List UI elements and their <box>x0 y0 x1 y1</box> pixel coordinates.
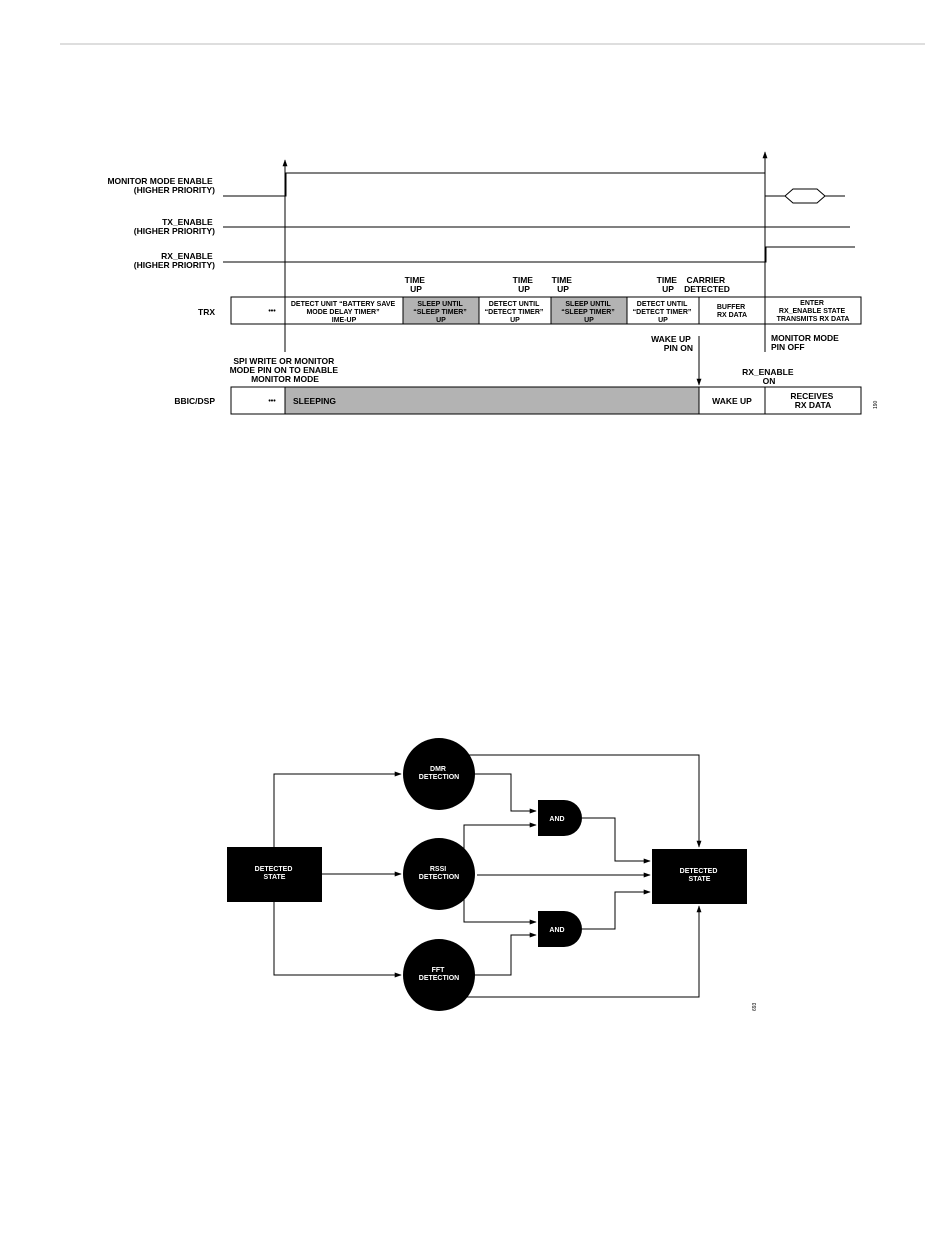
figure-code-timing: 190 <box>873 400 879 409</box>
wire-and-top-to-output <box>582 817 651 864</box>
waveform-monitor-mode-bus <box>784 188 826 204</box>
time-label-3: TIME UP <box>552 275 575 294</box>
fft-detection-node <box>403 939 475 1011</box>
time-label-1: TIME UP <box>405 275 428 294</box>
waveform-monitor-mode-enable <box>223 172 785 197</box>
trx-cell-battery-save-text: DETECT UNIT “BATTERY SAVE MODE DELAY TIM… <box>291 301 397 324</box>
trx-cell-detect-1 <box>478 296 552 325</box>
bbic-wake-up-text: WAKE UP <box>712 396 752 406</box>
trx-cell-detect-2 <box>626 296 700 325</box>
wire-rssi-to-and-bottom <box>463 898 537 925</box>
trx-cell-enter <box>764 296 862 325</box>
and-gate-top <box>538 800 582 836</box>
wire-fft-to-and-bottom <box>474 932 537 976</box>
trx-cell-sleep-2-text: SLEEP UNTIL “SLEEP TIMER” UP <box>561 301 617 324</box>
bbic-ellipsis: ••• <box>268 398 276 405</box>
signal-label-rx-enable: RX_ENABLE (HIGHER PRIORITY) <box>134 251 215 270</box>
bbic-cell-ellipsis <box>230 386 286 415</box>
wire-fft-to-output <box>466 905 702 998</box>
signal-label-trx: TRX <box>198 307 215 317</box>
trx-cell-ellipsis <box>230 296 286 325</box>
trx-cell-sleep-1-text: SLEEP UNTIL “SLEEP TIMER” UP <box>413 301 469 324</box>
wire-input-to-fft <box>273 902 402 978</box>
and-gate-bottom <box>538 911 582 947</box>
trx-cell-detect-1-text: DETECT UNTIL “DETECT TIMER” UP <box>485 301 546 324</box>
and-gate-bottom-label: AND <box>549 927 564 934</box>
connections <box>273 754 702 998</box>
input-detected-state-block <box>227 847 322 902</box>
trx-cell-buffer <box>698 296 766 325</box>
dmr-detection-label: DMR DETECTION <box>419 766 459 781</box>
annotation-spi-write: SPI WRITE OR MONITOR MODE PIN ON TO ENAB… <box>230 356 341 384</box>
waveform-rx-enable <box>223 246 855 263</box>
wire-and-bottom-to-output <box>582 889 651 930</box>
wire-dmr-to-output <box>466 754 702 848</box>
output-detected-state-label: DETECTED STATE <box>680 868 720 883</box>
trx-cell-battery-save <box>284 296 404 325</box>
wire-rssi-to-and-top <box>463 822 537 850</box>
annotation-monitor-mode-pin-off: MONITOR MODE PIN OFF <box>771 333 841 352</box>
trx-cell-detect-2-text: DETECT UNTIL “DETECT TIMER” UP <box>633 301 694 324</box>
rssi-detection-label: RSSI DETECTION <box>419 866 459 881</box>
detection-diagram: DETECTED STATE DMR DETECTION RSSI DETECT… <box>227 738 758 1011</box>
signal-label-monitor-mode-enable: MONITOR MODE ENABLE (HIGHER PRIORITY) <box>107 176 215 195</box>
bbic-row: ••• SLEEPING WAKE UP RECEIVES RX DATA <box>230 386 862 415</box>
trx-ellipsis: ••• <box>268 308 276 315</box>
bbic-sleeping-text: SLEEPING <box>293 396 336 406</box>
input-detected-state-label: DETECTED STATE <box>255 866 295 881</box>
bbic-receives-text: RECEIVES RX DATA <box>790 391 835 410</box>
time-label-4: TIME UP <box>657 275 680 294</box>
and-gate-top-label: AND <box>549 816 564 823</box>
annotation-rx-enable-on: RX_ENABLE ON <box>742 367 796 386</box>
figure-code-detection: 693 <box>752 1002 758 1011</box>
annotation-wake-up-pin: WAKE UP PIN ON <box>651 334 693 353</box>
bbic-cell-receives <box>764 386 862 415</box>
rssi-detection-node <box>403 838 475 910</box>
output-detected-state-block <box>652 849 747 904</box>
signal-label-bbic-dsp: BBIC/DSP <box>174 396 215 406</box>
time-label-2: TIME UP <box>513 275 536 294</box>
wire-input-to-dmr <box>273 771 402 847</box>
wire-dmr-to-and-top <box>474 773 537 814</box>
carrier-detected-label: CARRIER DETECTED <box>684 275 730 294</box>
timing-diagram: MONITOR MODE ENABLE (HIGHER PRIORITY) TX… <box>107 151 879 415</box>
trx-cell-enter-text: ENTER RX_ENABLE STATE TRANSMITS RX DATA <box>777 300 850 323</box>
bbic-cell-sleeping <box>284 386 700 415</box>
trx-row: ••• DETECT UNIT “BATTERY SAVE MODE DELAY… <box>230 296 862 325</box>
fft-detection-label: FFT DETECTION <box>419 967 459 982</box>
signal-label-tx-enable: TX_ENABLE (HIGHER PRIORITY) <box>134 217 215 236</box>
trx-cell-buffer-text: BUFFER RX DATA <box>717 304 747 319</box>
dmr-detection-node <box>403 738 475 810</box>
